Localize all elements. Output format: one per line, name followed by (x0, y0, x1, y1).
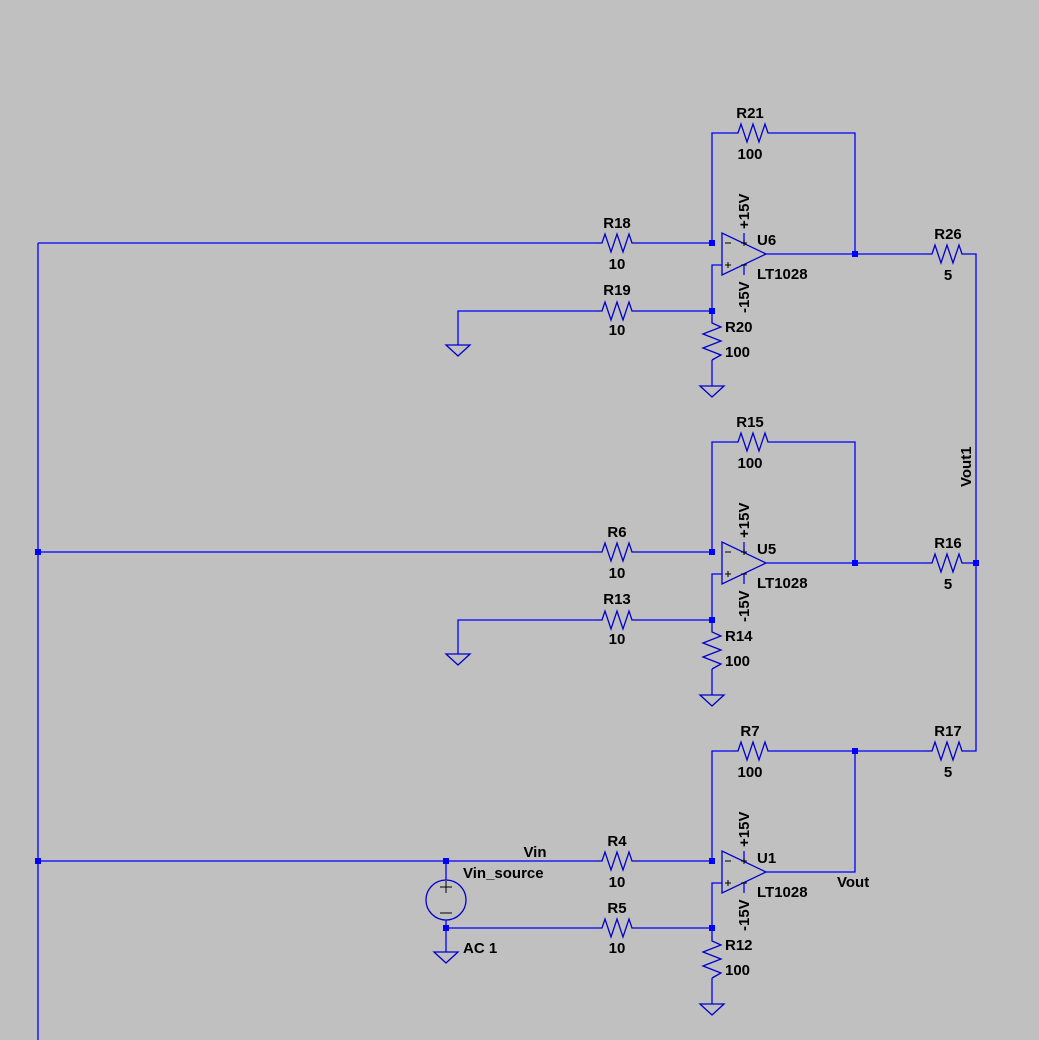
label-r21-value: 100 (737, 146, 762, 163)
label-u1-ref: U1 (757, 850, 776, 867)
label-r15-value: 100 (737, 455, 762, 472)
label-u6-model: LT1028 (757, 266, 808, 283)
label-u1-vneg: -15V (736, 899, 753, 931)
label-r20-value: 100 (725, 344, 750, 361)
label-r21-name: R21 (736, 105, 764, 122)
ground-icon (698, 694, 726, 707)
resistor-r13 (596, 608, 640, 632)
label-r19-name: R19 (603, 282, 631, 299)
label-source-value: AC 1 (463, 940, 497, 957)
label-r17-name: R17 (934, 723, 962, 740)
ground-icon (698, 1003, 726, 1016)
label-r13-value: 10 (609, 631, 626, 648)
resistor-r17 (926, 739, 970, 763)
label-r19-value: 10 (609, 322, 626, 339)
label-u1-vpos: +15V (736, 812, 753, 847)
resistors (596, 121, 970, 979)
ground-icon (444, 653, 472, 666)
ground-symbols (432, 344, 726, 1016)
wires (37, 132, 977, 1040)
label-r5-value: 10 (609, 940, 626, 957)
label-u5-vpos: +15V (736, 503, 753, 538)
resistor-r19 (596, 299, 640, 323)
label-r4-name: R4 (607, 833, 627, 850)
label-r16-value: 5 (944, 576, 952, 593)
label-u6-vpos: +15V (736, 194, 753, 229)
resistor-r12 (701, 936, 723, 979)
resistor-r16 (926, 551, 970, 575)
label-r14-value: 100 (725, 653, 750, 670)
voltage-source-symbol (425, 879, 467, 921)
label-u6-ref: U6 (757, 232, 776, 249)
label-r15-name: R15 (736, 414, 764, 431)
label-r12-value: 100 (725, 962, 750, 979)
ground-icon (432, 951, 460, 964)
label-r26-value: 5 (944, 267, 952, 284)
net-label-vout1: Vout1 (958, 446, 975, 487)
opamp-pin-marks (725, 240, 747, 886)
net-label-vin: Vin (523, 844, 546, 861)
label-source-name: Vin_source (463, 865, 544, 882)
resistor-r6 (596, 540, 640, 564)
label-r26-name: R26 (934, 226, 962, 243)
label-u1-model: LT1028 (757, 884, 808, 901)
label-r20-name: R20 (725, 319, 753, 336)
resistor-r7 (732, 739, 770, 763)
label-r16-name: R16 (934, 535, 962, 552)
resistor-r18 (596, 231, 640, 255)
label-r7-value: 100 (737, 764, 762, 781)
label-r18-value: 10 (609, 256, 626, 273)
ground-icon (698, 385, 726, 398)
resistor-r15 (732, 430, 770, 454)
net-label-vout: Vout (837, 874, 869, 891)
label-r12-name: R12 (725, 937, 753, 954)
resistor-r4 (596, 849, 640, 873)
label-u6-vneg: -15V (736, 281, 753, 313)
resistor-r20 (701, 318, 723, 361)
label-r6-value: 10 (609, 565, 626, 582)
label-r6-name: R6 (607, 524, 626, 541)
label-r17-value: 5 (944, 764, 952, 781)
ground-icon (444, 344, 472, 357)
resistor-r14 (701, 627, 723, 670)
label-u5-ref: U5 (757, 541, 776, 558)
label-r13-name: R13 (603, 591, 631, 608)
label-u5-vneg: -15V (736, 590, 753, 622)
label-r5-name: R5 (607, 900, 626, 917)
resistor-r21 (732, 121, 770, 145)
resistor-r5 (596, 916, 640, 940)
resistor-r26 (926, 242, 970, 266)
label-r18-name: R18 (603, 215, 631, 232)
label-r4-value: 10 (609, 874, 626, 891)
label-r7-name: R7 (740, 723, 759, 740)
label-u5-model: LT1028 (757, 575, 808, 592)
junction-dots (35, 240, 979, 931)
label-r14-name: R14 (725, 628, 753, 645)
